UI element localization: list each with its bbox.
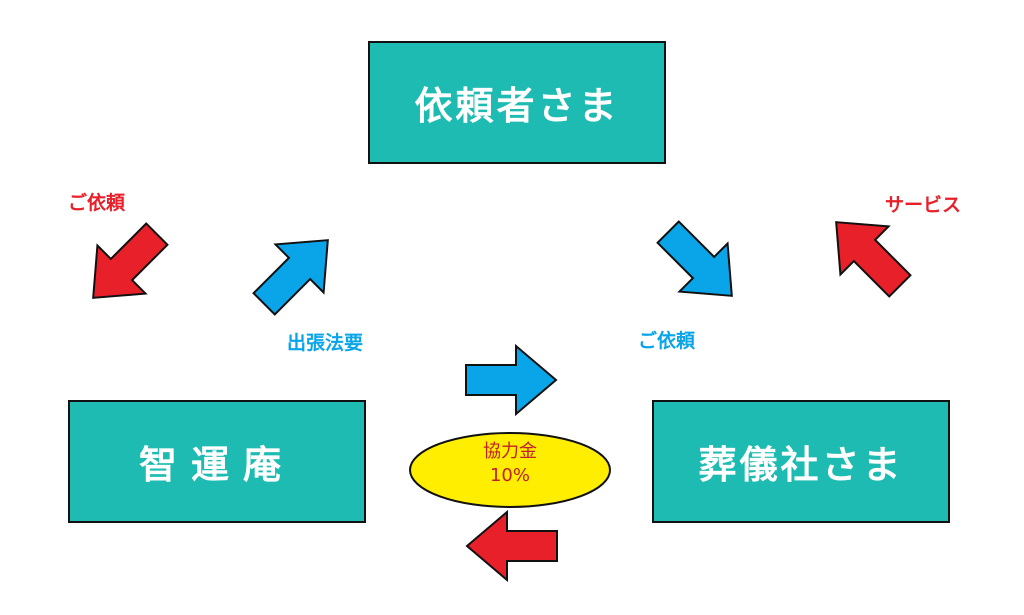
request-label-left: ご依頼	[68, 192, 126, 214]
fee-title: 協力金	[483, 441, 537, 462]
fee-rate: 10%	[489, 465, 530, 486]
service-label: サービス	[885, 194, 962, 216]
fee-text: 協力金 10%	[410, 440, 610, 488]
request-label-right: ご依頼	[638, 330, 696, 352]
red-arrow-funeral-to-temple	[466, 511, 558, 581]
fee-ellipse	[409, 432, 611, 508]
temple-box: 智運庵	[68, 400, 366, 523]
blue-arrow-requester-to-funeral	[643, 207, 757, 321]
requester-box: 依頼者さま	[368, 41, 666, 164]
red-arrow-request-to-temple	[68, 209, 182, 323]
blue-arrow-temple-to-funeral	[465, 345, 557, 415]
blue-arrow-temple-to-requester	[239, 215, 353, 329]
funeral-company-box: 葬儀社さま	[652, 400, 950, 523]
dispatch-service-label: 出張法要	[287, 332, 364, 354]
